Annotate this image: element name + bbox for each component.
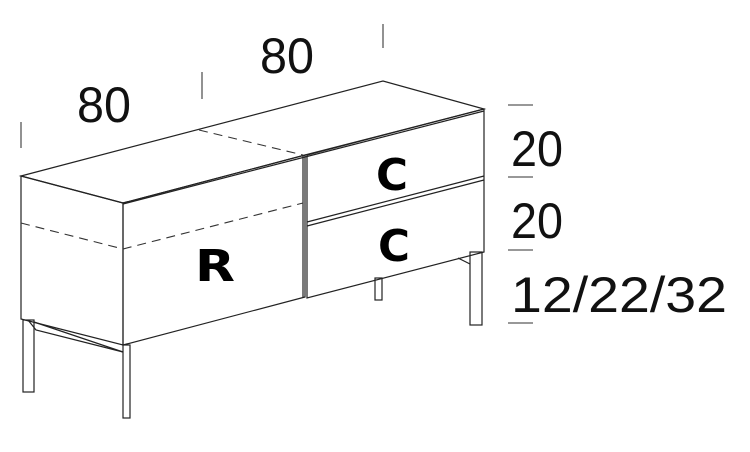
door-r	[122, 154, 306, 346]
drawer-front	[306, 108, 485, 299]
module-label-c-bottom: C	[378, 221, 410, 272]
cabinet	[18, 80, 487, 346]
width-dimension-ticks	[20, 24, 384, 148]
top-split-dashed	[198, 129, 304, 156]
drawer-split	[306, 179, 485, 227]
leg	[469, 251, 483, 326]
inner-shelf-dashed	[20, 202, 304, 250]
height-drawer-top-label: 20	[511, 121, 563, 177]
drawer-split	[306, 175, 485, 223]
height-drawer-bottom-label: 20	[511, 193, 563, 249]
cabinet-side	[20, 175, 124, 346]
leg-frame	[457, 257, 471, 265]
leg	[374, 277, 383, 301]
top-edge	[122, 156, 306, 205]
width-right-label: 80	[260, 28, 314, 84]
leg-heights-label: 12/22/32	[511, 267, 727, 323]
module-label-r: R	[195, 241, 235, 292]
width-left-label: 80	[77, 77, 131, 133]
height-dimension-ticks	[508, 104, 533, 324]
leg-frame	[27, 319, 124, 353]
leg	[122, 344, 131, 419]
leg-frame	[33, 321, 124, 353]
legs	[22, 251, 483, 419]
top-edge	[304, 110, 485, 158]
leg	[22, 319, 35, 393]
module-label-c-top: C	[376, 150, 408, 201]
